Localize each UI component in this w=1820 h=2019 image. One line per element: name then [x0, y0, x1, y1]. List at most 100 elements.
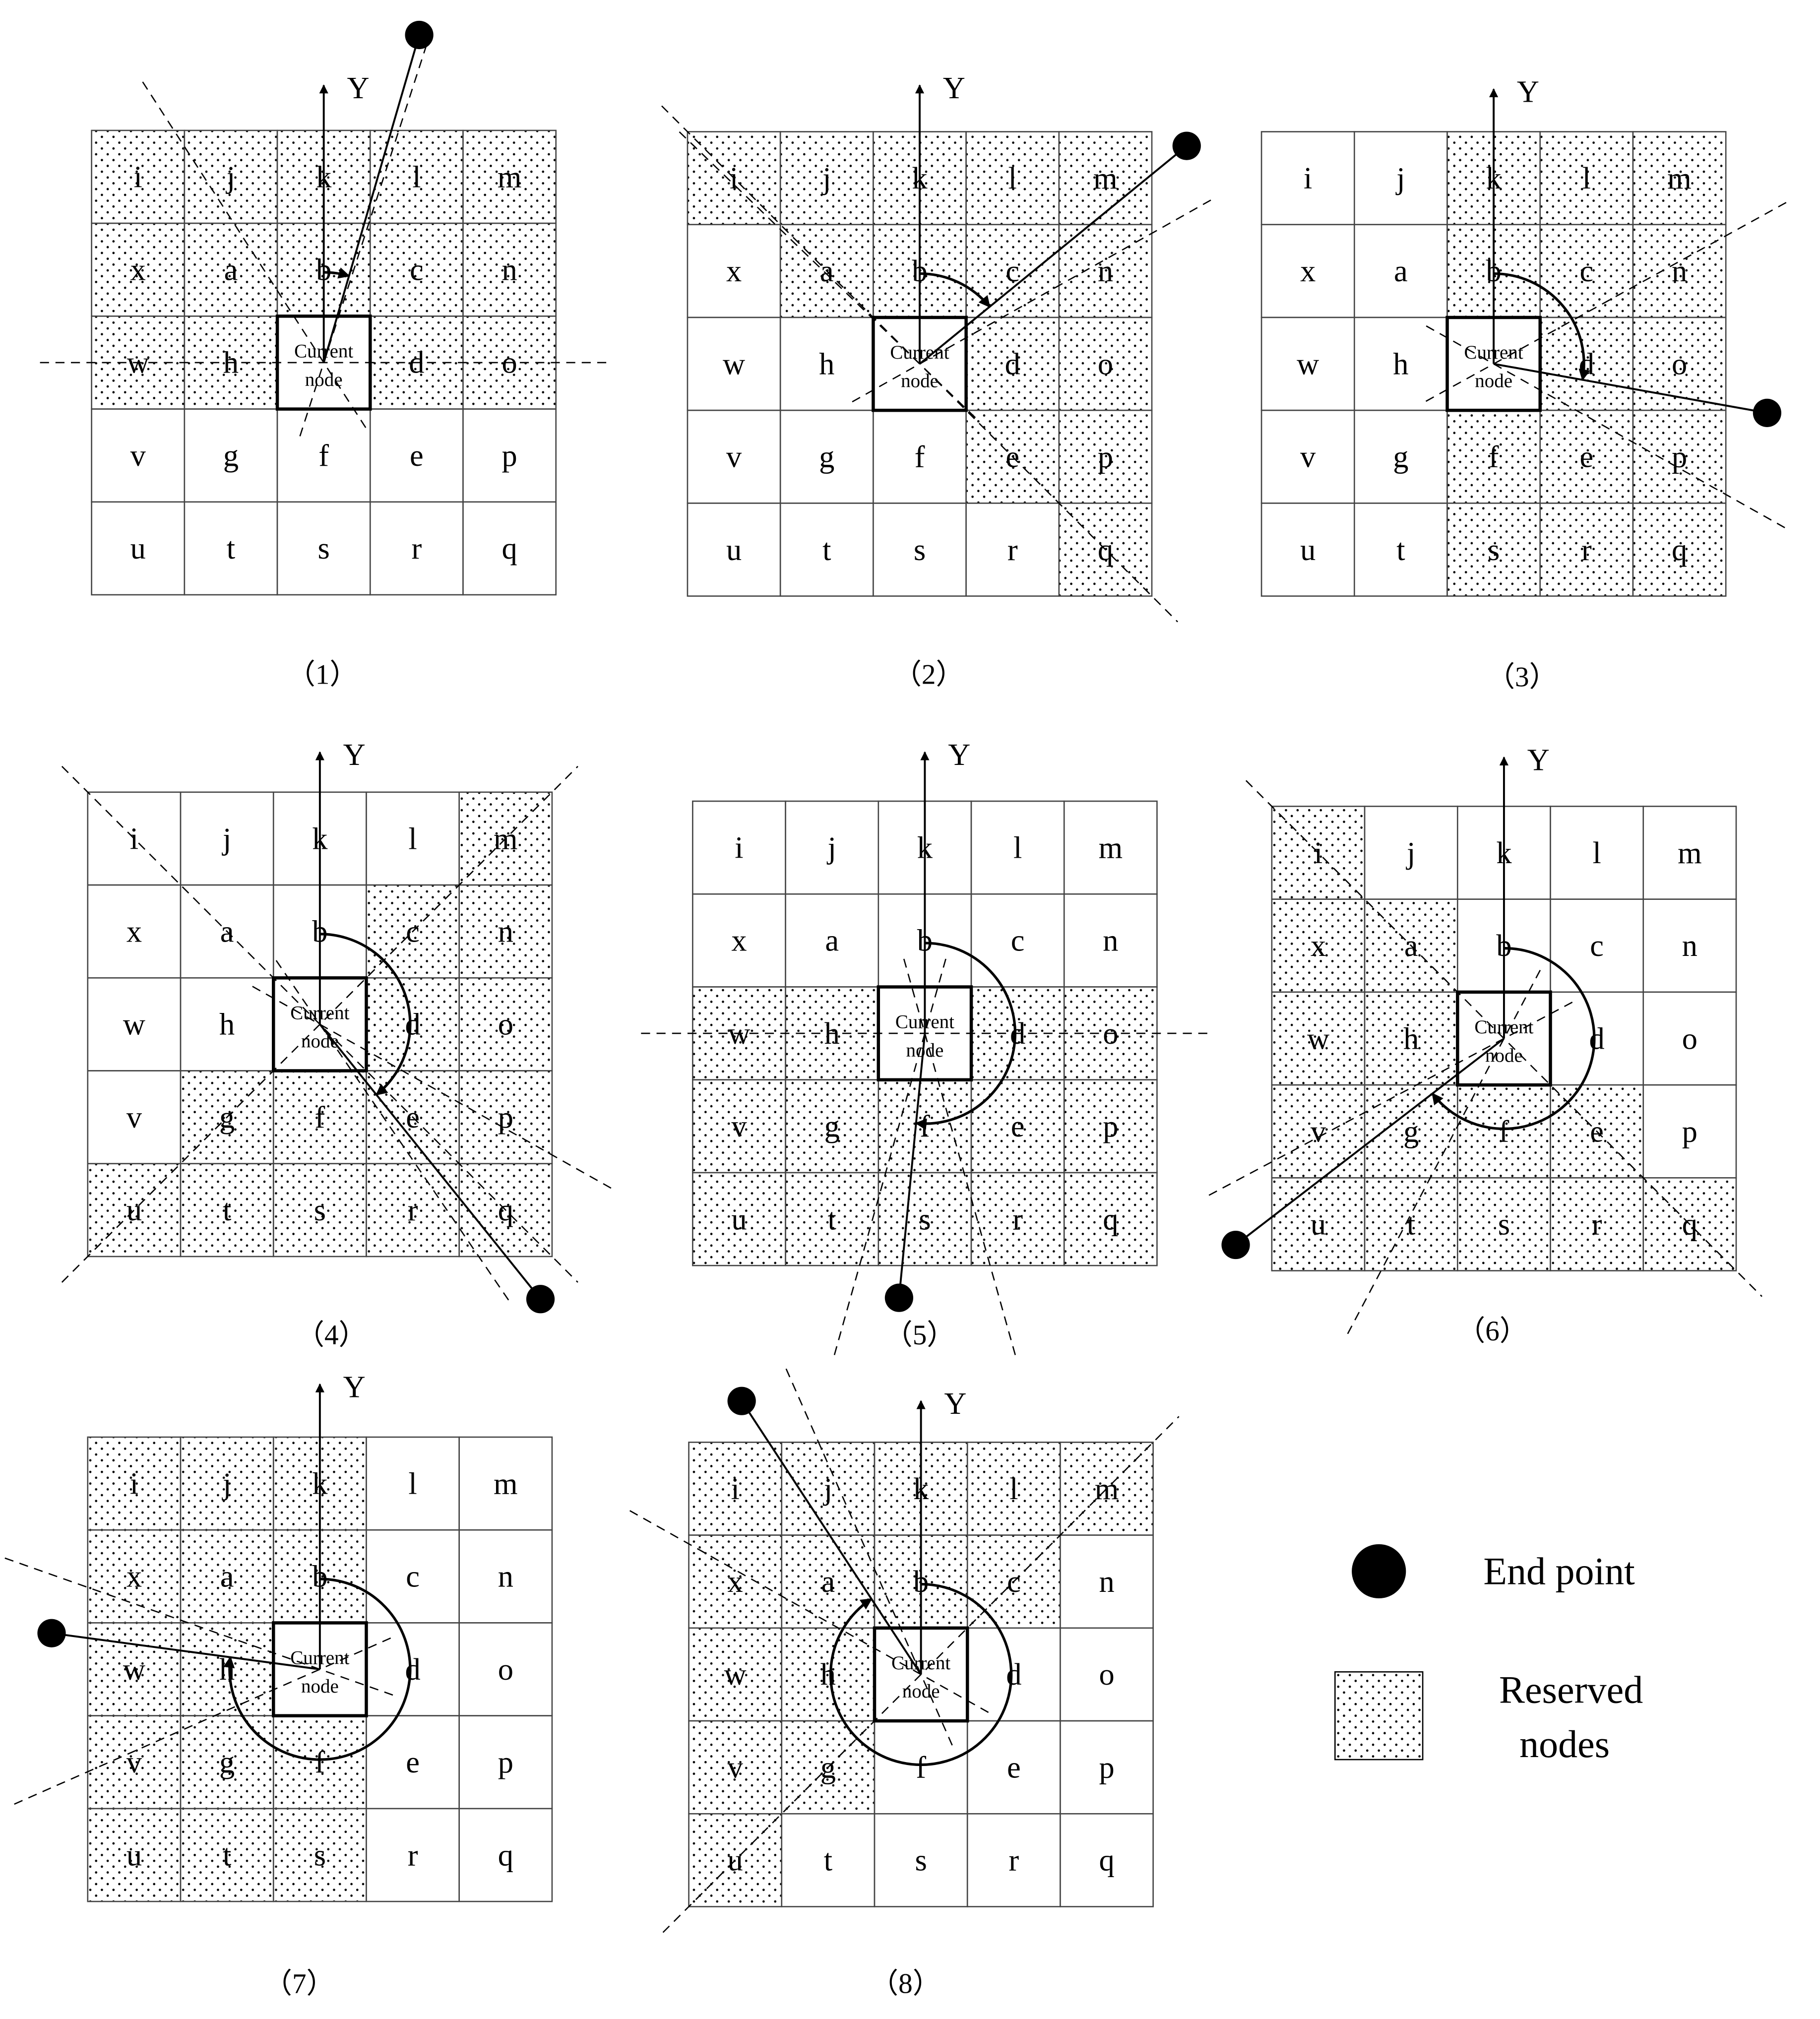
node-label-e: e — [1579, 440, 1593, 474]
reserved-node-cell — [91, 129, 186, 224]
end-point-marker — [37, 1619, 66, 1647]
node-label-v: v — [126, 1745, 142, 1779]
reserved-node-cell — [692, 1172, 786, 1266]
reserved-node-cell — [1632, 131, 1727, 226]
reserved-node-cell — [462, 129, 557, 224]
end-point-legend-marker — [1352, 1544, 1406, 1599]
end-point-marker — [1753, 398, 1781, 427]
grid-cell — [966, 1813, 1061, 1907]
node-label-r: r — [1592, 1207, 1602, 1242]
reserved-node-cell — [458, 977, 553, 1072]
reserved-node-cell — [1271, 1177, 1366, 1271]
node-label-w: w — [123, 1008, 145, 1042]
grid-cell — [366, 1808, 460, 1902]
reserved-node-cell — [1446, 503, 1541, 597]
direction-cone-line — [852, 198, 1212, 403]
node-label-e: e — [410, 439, 424, 473]
reserved-node-cell — [688, 1627, 783, 1722]
node-label-w: w — [723, 347, 745, 381]
node-label-w: w — [724, 1657, 747, 1692]
node-label-p: p — [498, 1100, 513, 1135]
node-label-t: t — [1396, 533, 1405, 567]
grid-cell — [873, 409, 967, 504]
node-label-j: j — [1406, 836, 1415, 870]
direction-cone-line — [299, 43, 428, 437]
direction-cone-line — [252, 986, 613, 1190]
node-label-t: t — [824, 1843, 832, 1878]
node-label-i: i — [1304, 161, 1312, 195]
reserved-node-cell — [781, 1442, 876, 1536]
grid-cell — [276, 501, 371, 596]
rotation-arc — [920, 272, 991, 308]
node-label-n: n — [1103, 924, 1118, 958]
rotation-arc — [1494, 272, 1590, 381]
y-axis-label: Y — [343, 738, 366, 772]
grid-cell — [458, 1715, 553, 1810]
reserved-node-cell — [1271, 898, 1366, 993]
grid-cell — [91, 501, 186, 596]
node-label-v: v — [726, 440, 742, 474]
y-axis-label: Y — [944, 1387, 966, 1421]
node-label-d: d — [405, 1652, 420, 1687]
grid-cell — [1353, 503, 1448, 597]
reserved-node-cell — [272, 1808, 367, 1902]
node-label-u: u — [1311, 1207, 1326, 1242]
grid-cell — [1060, 1534, 1154, 1629]
grid-cell — [781, 1813, 876, 1907]
node-label-v: v — [1311, 1115, 1326, 1149]
grid-cell — [180, 977, 274, 1072]
direction-arrow — [895, 1033, 926, 1299]
current-node-label-line2: node — [901, 370, 939, 391]
node-label-v: v — [728, 1750, 744, 1784]
direction-cone-line — [1346, 970, 1541, 1335]
node-label-g: g — [824, 1109, 840, 1143]
direction-arrow — [1493, 363, 1768, 416]
grid-cell — [458, 1808, 553, 1902]
direction-cone-line — [1426, 325, 1787, 529]
reserved-node-cell — [1063, 1172, 1158, 1266]
current-node-label-line2: node — [902, 1681, 940, 1702]
node-label-l: l — [1009, 1472, 1018, 1506]
node-label-c: c — [1005, 254, 1019, 288]
grid-cell — [970, 893, 1065, 988]
y-axis-label: Y — [943, 71, 965, 105]
panel-caption: （2） — [893, 659, 964, 690]
current-node-label-line2: node — [305, 369, 343, 390]
reserved-nodes-legend-swatch — [1334, 1671, 1424, 1761]
panel-2: ijklmxabcnwhdovgfeputsrqCurrentnodeY（2） — [661, 71, 1212, 690]
grid-cell — [785, 893, 879, 988]
grid-cell — [458, 1529, 553, 1624]
node-label-h: h — [1393, 347, 1408, 381]
reserved-nodes-legend-label-line2: nodes — [1519, 1722, 1610, 1766]
node-label-c: c — [1579, 254, 1593, 288]
node-label-i: i — [731, 1472, 739, 1506]
node-label-e: e — [1007, 1750, 1021, 1784]
grid-cell — [687, 316, 781, 411]
node-label-m: m — [1099, 830, 1123, 865]
grid-cell — [874, 1813, 968, 1907]
direction-arrow — [322, 34, 422, 363]
grid-cell — [369, 501, 464, 596]
node-label-t: t — [822, 533, 831, 567]
node-label-i: i — [730, 161, 738, 195]
node-label-s: s — [1488, 533, 1500, 567]
node-label-c: c — [406, 1560, 420, 1594]
node-label-a: a — [825, 924, 839, 958]
grid-cell — [965, 503, 1060, 597]
node-label-m: m — [1678, 836, 1702, 870]
direction-cone-line — [1425, 201, 1788, 402]
reserved-node-cell — [1539, 224, 1634, 318]
node-label-u: u — [731, 1202, 747, 1236]
reserved-nodes-legend-label-line1: Reserved — [1499, 1668, 1643, 1711]
end-point-marker — [727, 1387, 756, 1415]
grid-cell — [458, 1622, 553, 1716]
reserved-node-cell — [272, 1070, 367, 1165]
node-label-x: x — [731, 924, 747, 958]
reserved-node-cell — [462, 222, 557, 317]
node-label-r: r — [1012, 1202, 1023, 1236]
direction-arrow — [919, 145, 1188, 365]
node-label-f: f — [314, 1745, 325, 1779]
node-label-r: r — [1007, 533, 1018, 567]
end-point-marker — [526, 1285, 555, 1314]
